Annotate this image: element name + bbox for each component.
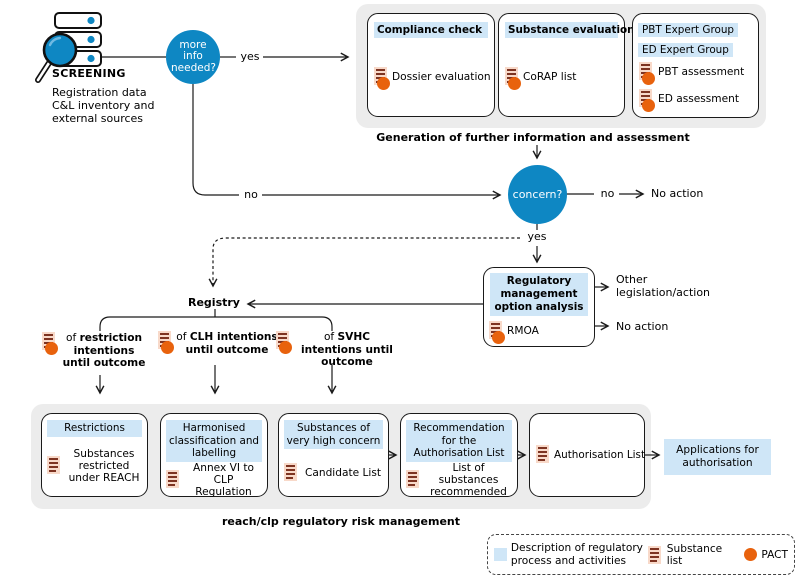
registry-item-svhc: of SVHC intentions until outcome (276, 331, 400, 369)
applications-for-authorisation: Applications for authorisation (664, 439, 771, 475)
box-rmoa: Regulatory management option analysis RM… (483, 267, 595, 347)
legend: Description of regulatory process and ac… (487, 534, 795, 575)
legend-process-label: Description of regulatory process and ac… (510, 542, 643, 567)
substance-list-icon (647, 545, 661, 564)
box-recommendation: Recommendation for the Authorisation Lis… (400, 413, 518, 498)
compliance-check-header: Compliance check (374, 22, 488, 38)
pact-icon (377, 77, 390, 90)
annex-vi-label: Annex VI to CLP Regulation (192, 461, 255, 498)
decision-concern: concern? (508, 165, 567, 224)
box-expert-groups: PBT Expert Group ED Expert Group PBT ass… (632, 13, 759, 118)
recommendation-header: Recommendation for the Authorisation Lis… (406, 420, 512, 462)
substance-list-icon (284, 462, 297, 481)
authorisation-list-label: Authorisation List (554, 449, 646, 461)
label-yes-down: yes (527, 230, 547, 243)
list-recommended-label: List of substances recommended (430, 461, 507, 498)
pact-icon (161, 341, 174, 354)
substance-list-icon (47, 456, 60, 475)
pbt-expert-group-header: PBT Expert Group (638, 23, 739, 37)
restrictions-header: Restrictions (47, 420, 142, 437)
substance-list-icon (536, 445, 549, 463)
ed-assessment-label: ED assessment (658, 93, 740, 105)
line-dashed-to-registry (208, 237, 520, 288)
decision-more-info: more info needed? (166, 30, 220, 84)
pact-icon (642, 99, 655, 112)
legend-pact-label: PACT (761, 548, 788, 561)
dossier-evaluation-label: Dossier evaluation (392, 71, 491, 83)
screening-database-icon (35, 12, 102, 83)
registry-label: Registry (188, 296, 240, 309)
harmonised-classification-header: Harmonised classification and labelling (166, 420, 262, 462)
svhc-header: Substances of very high concern (284, 420, 383, 449)
box-authorisation-list: Authorisation List (529, 413, 645, 497)
pact-icon (642, 72, 655, 85)
caption-risk-management: reach/clp regulatory risk management (221, 515, 461, 528)
box-substance-evaluation: Substance evaluation CoRAP list (498, 13, 635, 117)
pact-icon (45, 342, 58, 355)
substance-list-icon (406, 469, 419, 488)
legend-process-swatch (494, 548, 507, 561)
ed-expert-group-header: ED Expert Group (638, 43, 733, 57)
box-restrictions: Restrictions Substances restricted under… (41, 413, 148, 497)
label-no-right: no (600, 187, 615, 200)
pbt-assessment-label: PBT assessment (658, 66, 745, 78)
label-yes-top: yes (240, 50, 260, 63)
substance-evaluation-header: Substance evaluation (505, 22, 635, 38)
substance-list-icon (166, 469, 179, 488)
registry-bracket (99, 316, 333, 331)
rmoa-label: RMOA (507, 325, 539, 337)
pact-icon (508, 77, 521, 90)
line-no-down (192, 84, 239, 196)
outcome-other-legislation: Other legislation/action (616, 273, 711, 299)
restricted-substances-label: Substances restricted under REACH (68, 448, 140, 485)
pact-icon (492, 331, 505, 344)
outcome-no-action-rmoa: No action (616, 320, 669, 333)
candidate-list-label: Candidate List (304, 466, 382, 479)
screening-title: SCREENING (52, 67, 126, 80)
box-harmonised-classification: Harmonised classification and labelling … (160, 413, 268, 498)
legend-substance-list-label: Substance list (666, 542, 723, 567)
pact-icon (744, 548, 758, 561)
caption-generation: Generation of further information and as… (376, 131, 690, 144)
rmoa-header: Regulatory management option analysis (490, 273, 588, 316)
label-no-down: no (244, 188, 258, 201)
registry-item-clh: of CLH intentions until outcome (158, 331, 278, 356)
corap-list-label: CoRAP list (523, 71, 577, 83)
outcome-no-action-top: No action (651, 187, 704, 200)
registry-item-restriction: of restriction intentions until outcome (42, 332, 148, 370)
screening-description: Registration data C&L inventory and exte… (52, 86, 155, 125)
box-compliance-check: Compliance check Dossier evaluation (367, 13, 495, 117)
pact-icon (279, 341, 292, 354)
box-svhc: Substances of very high concern Candidat… (278, 413, 389, 497)
